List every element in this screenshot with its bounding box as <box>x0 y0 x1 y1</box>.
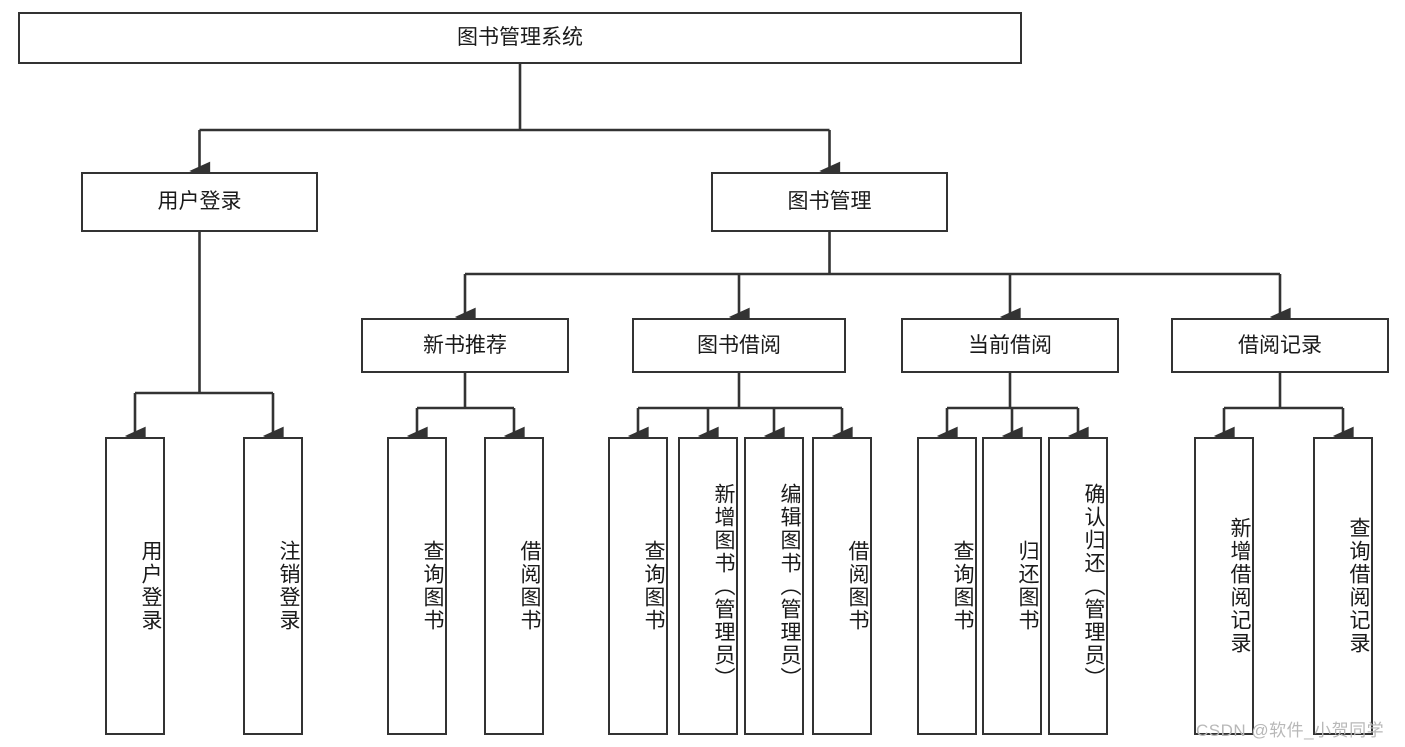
node-leaf-12[interactable]: 新增借阅记录 <box>1194 437 1254 735</box>
node-label: 新增图书（管理员） <box>712 482 735 690</box>
node-leaf-13[interactable]: 查询借阅记录 <box>1313 437 1373 735</box>
node-label: 注销登录 <box>277 540 300 632</box>
node-label: 确认归还（管理员） <box>1082 482 1105 690</box>
node-leaf-5[interactable]: 查询图书 <box>608 437 668 735</box>
edges-group <box>124 64 1354 446</box>
node-leaf-1[interactable]: 用户登录 <box>105 437 165 735</box>
node-level2-4[interactable]: 借阅记录 <box>1171 318 1389 373</box>
node-leaf-2[interactable]: 注销登录 <box>243 437 303 735</box>
node-label: 查询图书 <box>642 540 665 632</box>
node-leaf-11[interactable]: 确认归还（管理员） <box>1048 437 1108 735</box>
node-leaf-8[interactable]: 借阅图书 <box>812 437 872 735</box>
node-label: 图书管理系统 <box>457 26 583 50</box>
node-leaf-10[interactable]: 归还图书 <box>982 437 1042 735</box>
node-leaf-7[interactable]: 编辑图书（管理员） <box>744 437 804 735</box>
node-level1-2[interactable]: 图书管理 <box>711 172 948 232</box>
node-root-system[interactable]: 图书管理系统 <box>18 12 1022 64</box>
node-level2-2[interactable]: 图书借阅 <box>632 318 846 373</box>
node-label: 借阅图书 <box>846 540 869 632</box>
node-label: 图书借阅 <box>697 333 781 357</box>
node-label: 用户登录 <box>139 540 162 632</box>
node-level1-1[interactable]: 用户登录 <box>81 172 318 232</box>
node-label: 用户登录 <box>157 190 242 214</box>
node-label: 查询图书 <box>951 540 974 632</box>
node-label: 查询图书 <box>421 540 444 632</box>
node-label: 归还图书 <box>1016 540 1039 632</box>
node-label: 借阅图书 <box>518 540 541 632</box>
node-label: 新书推荐 <box>423 333 507 357</box>
csdn-watermark: CSDN @软件_小贺同学 <box>1196 721 1385 740</box>
node-label: 新增借阅记录 <box>1228 517 1251 655</box>
node-label: 编辑图书（管理员） <box>778 482 801 690</box>
node-label: 借阅记录 <box>1238 333 1322 357</box>
node-label: 当前借阅 <box>968 333 1052 357</box>
node-label: 图书管理 <box>787 190 872 214</box>
node-level2-3[interactable]: 当前借阅 <box>901 318 1119 373</box>
node-leaf-4[interactable]: 借阅图书 <box>484 437 544 735</box>
node-level2-1[interactable]: 新书推荐 <box>361 318 569 373</box>
node-leaf-6[interactable]: 新增图书（管理员） <box>678 437 738 735</box>
node-leaf-9[interactable]: 查询图书 <box>917 437 977 735</box>
node-label: 查询借阅记录 <box>1347 517 1370 655</box>
node-leaf-3[interactable]: 查询图书 <box>387 437 447 735</box>
